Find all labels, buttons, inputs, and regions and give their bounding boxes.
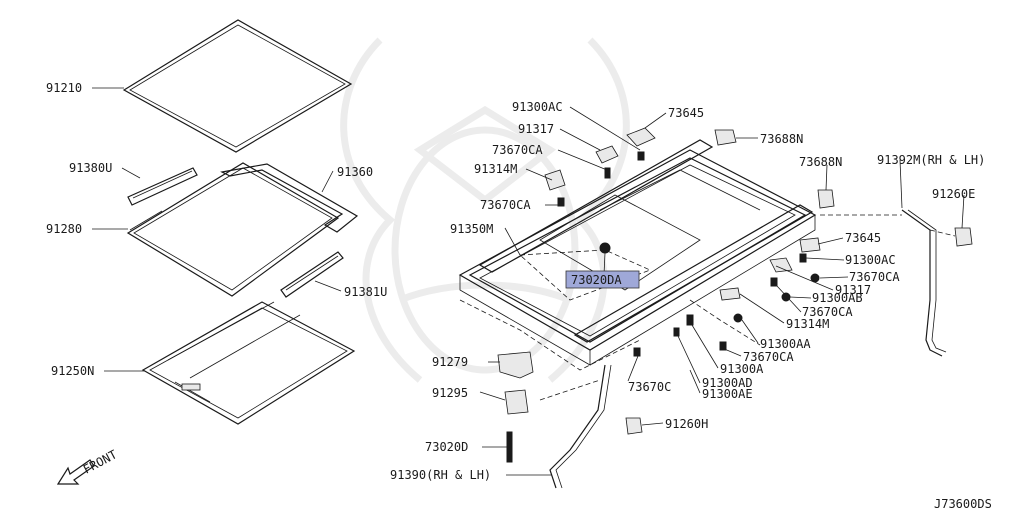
label-73688N-top: 73688N	[760, 132, 803, 146]
inner-trim-frame	[220, 163, 359, 233]
sunroof-frame-housing	[458, 139, 817, 366]
label-91317-right: 91317	[835, 283, 871, 297]
label-91300AE: 91300AE	[702, 387, 753, 401]
label-91381U: 91381U	[344, 285, 387, 299]
label-73670CA-1: 73670CA	[492, 143, 543, 157]
label-73670C: 73670C	[628, 380, 671, 394]
dashed-reference-lines	[459, 214, 956, 401]
label-91260E: 91260E	[932, 187, 975, 201]
label-91380U: 91380U	[69, 161, 112, 175]
glass-lid-panel	[122, 19, 353, 153]
label-73670CA-5: 73670CA	[743, 350, 794, 364]
label-91260H: 91260H	[665, 417, 708, 431]
label-91300AC-right: 91300AC	[845, 253, 896, 267]
label-91392M: 91392M(RH & LH)	[877, 153, 985, 167]
label-91390: 91390(RH & LH)	[390, 468, 491, 482]
front-label: FRONT	[81, 447, 119, 476]
label-73688N-mid: 73688N	[799, 155, 842, 169]
diagram-code: J73600DS	[934, 497, 992, 511]
label-91314M-right: 91314M	[786, 317, 829, 331]
label-73020D: 73020D	[425, 440, 468, 454]
label-73670CA-2: 73670CA	[480, 198, 531, 212]
label-91350M: 91350M	[450, 222, 493, 236]
label-73670CA-3: 73670CA	[849, 270, 900, 284]
lid-seal-frame	[126, 162, 340, 297]
sunshade-assembly	[141, 301, 356, 425]
label-91250N: 91250N	[51, 364, 94, 378]
label-91300AA: 91300AA	[760, 337, 811, 351]
label-73670CA-4: 73670CA	[802, 305, 853, 319]
label-91300AD: 91300AD	[702, 376, 753, 390]
label-91280: 91280	[46, 222, 82, 236]
drain-hoses	[549, 209, 947, 489]
rear-deflector-strip	[280, 251, 344, 298]
label-91300AB: 91300AB	[812, 291, 863, 305]
label-91300AC-top: 91300AC	[512, 100, 563, 114]
label-73645-top: 73645	[668, 106, 704, 120]
front-arrow-icon	[56, 459, 95, 485]
label-91360: 91360	[337, 165, 373, 179]
label-91317-top: 91317	[518, 122, 554, 136]
leader-lines	[92, 87, 965, 476]
label-73645-right: 73645	[845, 231, 881, 245]
label-73020DA: 73020DA	[571, 273, 622, 287]
label-91295: 91295	[432, 386, 468, 400]
label-91279: 91279	[432, 355, 468, 369]
highlighted-part-box	[565, 270, 640, 289]
watermark-emblem	[340, 37, 630, 383]
front-deflector-strip	[127, 167, 198, 206]
label-91300A: 91300A	[720, 362, 764, 376]
label-91314M-top: 91314M	[474, 162, 517, 176]
hardware-parts	[497, 127, 973, 463]
label-91210: 91210	[46, 81, 82, 95]
